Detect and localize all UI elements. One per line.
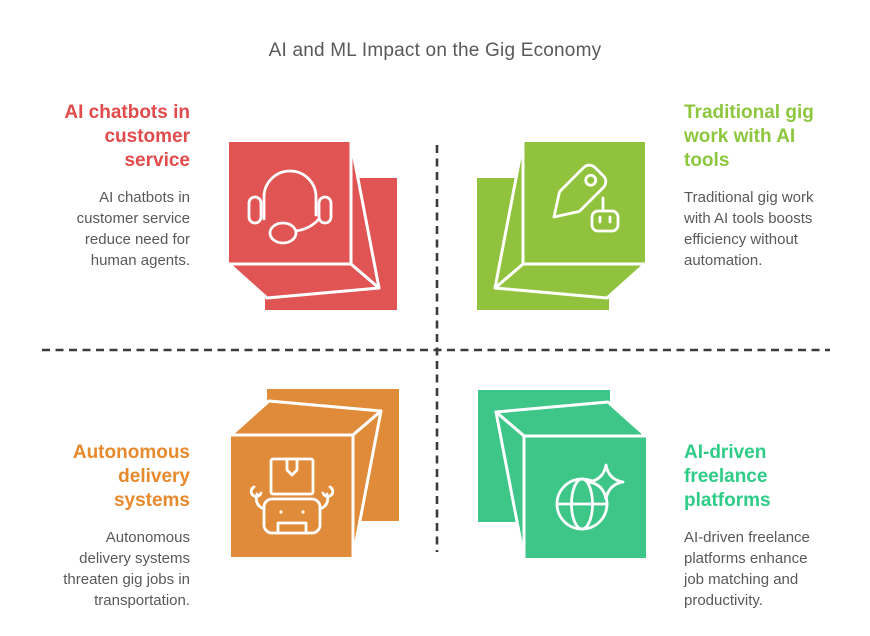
cube-shape xyxy=(477,140,647,310)
price-tag-robot-icon xyxy=(552,163,620,233)
cube-graphic-ai-freelance xyxy=(478,390,648,560)
headset-icon xyxy=(247,169,333,245)
delivery-robot-icon xyxy=(249,457,335,535)
cube-shape xyxy=(478,390,648,560)
page-title: AI and ML Impact on the Gig Economy xyxy=(268,40,602,61)
cube-graphic-traditional-gig xyxy=(477,140,647,310)
cube-graphic-autonomous-delivery xyxy=(229,389,399,559)
globe-sparkle-icon xyxy=(555,463,625,531)
cube-graphic-ai-chatbots xyxy=(227,140,397,310)
cube-shape xyxy=(227,140,397,310)
